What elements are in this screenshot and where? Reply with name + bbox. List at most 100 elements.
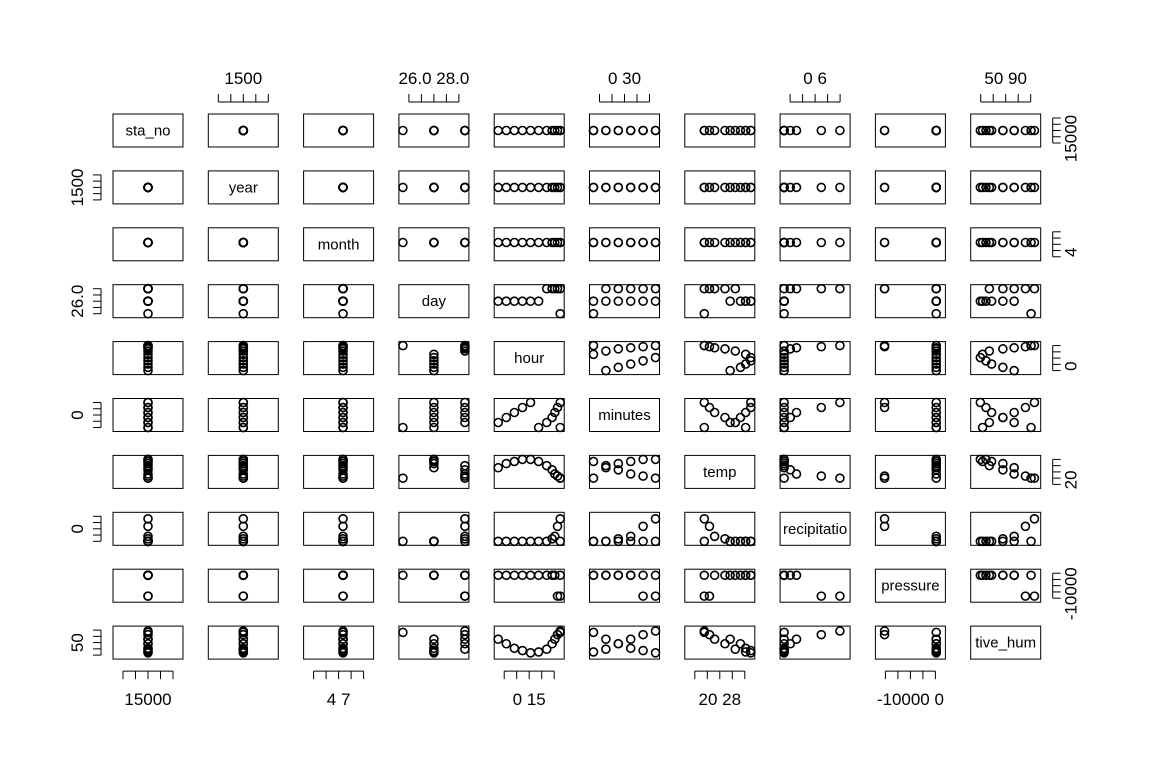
point-temp-vs-relative_humidity — [975, 454, 986, 465]
point-minutes-vs-temp — [704, 402, 715, 413]
point-month-vs-hour — [555, 237, 566, 248]
point-minutes-vs-relative_humidity — [1020, 402, 1031, 413]
point-temp-vs-sta_no — [143, 473, 153, 483]
point-minutes-vs-pressure — [931, 407, 942, 418]
point-pressure-vs-sta_no — [143, 570, 153, 581]
point-hour-vs-temp — [745, 356, 756, 366]
diagonal-label-hour: hour — [514, 350, 544, 367]
point-relative_humidity-vs-hour — [501, 638, 512, 649]
point-year-vs-minutes — [650, 182, 661, 193]
point-day-vs-temp — [745, 296, 756, 307]
point-temp-vs-minutes — [601, 460, 611, 471]
point-hour-vs-minutes — [638, 356, 648, 366]
point-relative_humidity-vs-precipitation — [779, 644, 789, 654]
point-pressure-vs-relative_humidity — [998, 570, 1008, 581]
point-sta_no-vs-minutes — [588, 125, 599, 136]
point-pressure-vs-relative_humidity — [1026, 570, 1036, 581]
point-year-vs-precipitation — [791, 182, 802, 193]
point-precipitation-vs-relative_humidity — [1029, 513, 1040, 524]
point-month-vs-temp — [720, 237, 730, 248]
point-year-vs-relative_humidity — [1029, 182, 1040, 193]
point-minutes-vs-temp — [699, 422, 710, 433]
point-precipitation-vs-minutes — [625, 536, 636, 547]
point-relative_humidity-vs-hour — [509, 643, 520, 654]
point-relative_humidity-vs-precipitation — [779, 634, 789, 644]
point-minutes-vs-month — [338, 397, 348, 408]
point-year-vs-hour — [493, 182, 504, 193]
point-hour-vs-temp — [699, 340, 710, 351]
point-pressure-vs-temp — [704, 591, 715, 601]
point-day-vs-minutes — [625, 296, 636, 307]
panel-hour-month — [303, 341, 375, 376]
panel-temp-month — [303, 454, 375, 489]
panel-hour-pressure — [874, 341, 946, 376]
point-minutes-vs-year — [238, 417, 249, 428]
panel-day-sta_no — [112, 284, 184, 319]
point-hour-vs-pressure — [931, 342, 942, 353]
point-hour-vs-year — [238, 362, 249, 373]
point-year-vs-hour — [517, 182, 528, 193]
panel-minutes-precipitation — [779, 398, 851, 432]
point-day-vs-minutes — [638, 296, 648, 307]
point-year-vs-minutes — [638, 182, 648, 193]
point-hour-vs-precipitation — [779, 352, 789, 363]
point-temp-vs-hour — [555, 473, 566, 483]
point-minutes-vs-temp — [699, 397, 710, 408]
panel-sta_no-month — [303, 113, 375, 148]
panel-relative_humidity-precipitation — [779, 625, 851, 660]
point-temp-vs-hour — [517, 454, 528, 465]
point-pressure-vs-minutes — [601, 570, 611, 581]
diagonal-label-minutes: minutes — [598, 407, 651, 424]
point-minutes-vs-precipitation — [835, 397, 845, 408]
point-year-vs-minutes — [613, 182, 624, 193]
diagonal-label-temp: temp — [703, 464, 736, 481]
point-minutes-vs-temp — [745, 397, 756, 408]
point-precipitation-vs-hour — [533, 536, 544, 547]
point-precipitation-vs-minutes — [588, 536, 599, 547]
point-relative_humidity-vs-precipitation — [779, 627, 789, 638]
panel-hour-minutes — [589, 341, 660, 376]
point-precipitation-vs-relative_humidity — [1009, 536, 1019, 547]
point-precipitation-vs-hour — [517, 536, 528, 547]
point-relative_humidity-vs-hour — [555, 626, 566, 636]
point-month-vs-precipitation — [816, 237, 827, 248]
point-minutes-vs-day — [460, 412, 470, 423]
point-sta_no-vs-day — [398, 125, 408, 136]
point-precipitation-vs-minutes — [601, 536, 611, 547]
point-day-vs-minutes — [650, 283, 661, 294]
point-pressure-vs-precipitation — [816, 591, 827, 601]
panel-precipitation-temp — [684, 511, 756, 546]
point-hour-vs-precipitation — [779, 359, 789, 369]
point-year-vs-precipitation — [835, 182, 845, 193]
point-sta_no-vs-relative_humidity — [981, 125, 991, 136]
point-month-vs-hour — [550, 237, 560, 248]
point-hour-vs-minutes — [601, 365, 611, 376]
point-precipitation-vs-relative_humidity — [977, 536, 988, 547]
point-sta_no-vs-relative_humidity — [984, 125, 995, 136]
point-pressure-vs-hour — [517, 570, 528, 581]
point-day-vs-minutes — [588, 296, 599, 307]
point-minutes-vs-temp — [735, 412, 746, 423]
point-month-vs-hour — [493, 237, 504, 248]
point-precipitation-vs-temp — [735, 536, 746, 547]
point-day-vs-month — [338, 308, 348, 319]
point-hour-vs-temp — [704, 341, 715, 352]
panel-pressure-year — [207, 568, 279, 603]
point-pressure-vs-hour — [525, 570, 536, 581]
point-day-vs-precipitation — [779, 283, 789, 294]
point-hour-vs-month — [338, 365, 348, 376]
point-sta_no-vs-temp — [704, 125, 715, 136]
point-day-vs-pressure — [879, 283, 890, 294]
point-pressure-vs-day — [460, 591, 470, 601]
point-minutes-vs-relative_humidity — [1026, 422, 1036, 433]
point-temp-vs-relative_humidity — [1009, 469, 1019, 479]
bottom-tick-label-pressure: -10000 0 — [877, 690, 944, 709]
panels-group: sta_noyearmonthdayhourminutestemprecipit… — [112, 113, 1042, 660]
point-minutes-vs-relative_humidity — [1029, 397, 1040, 408]
point-minutes-vs-pressure — [931, 397, 942, 408]
point-relative_humidity-vs-minutes — [625, 634, 636, 644]
top-tick-label-year: 1500 — [224, 69, 262, 88]
point-hour-vs-relative_humidity — [1020, 341, 1031, 352]
point-precipitation-vs-relative_humidity — [1020, 521, 1031, 532]
point-hour-vs-sta_no — [143, 340, 153, 351]
